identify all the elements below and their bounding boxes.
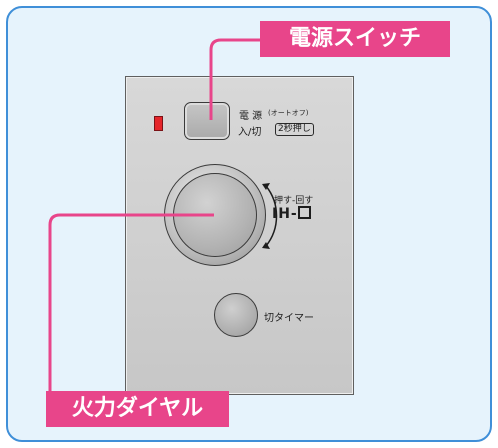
hold-two-seconds-label: 2秒押し: [275, 123, 314, 136]
arc-arrow-bottom-icon: [262, 242, 270, 249]
heat-dial-knob[interactable]: [173, 173, 257, 257]
dial-arc-icon: [265, 185, 278, 247]
heat-dial-leader: [48, 213, 214, 394]
off-timer-label: 切タイマー: [264, 313, 314, 324]
power-switch-button[interactable]: [184, 102, 230, 140]
power-switch-callout: 電源スイッチ: [260, 21, 450, 57]
power-switch-leader: [209, 38, 262, 120]
power-auto-off-label: (オートオフ): [268, 109, 309, 117]
off-timer-button[interactable]: [214, 293, 258, 337]
heat-dial-callout: 火力ダイヤル: [46, 391, 229, 427]
push-rotate-label: 押す-回す: [274, 196, 314, 206]
ih-right-mark: IH-: [272, 206, 311, 222]
right-burner-icon: [297, 206, 311, 219]
on-off-label: 入/切: [238, 127, 262, 138]
power-indicator-led: [154, 116, 163, 131]
power-label: 電 源: [239, 111, 263, 122]
ih-label: IH-: [272, 206, 298, 222]
arc-arrow-top-icon: [262, 183, 270, 190]
